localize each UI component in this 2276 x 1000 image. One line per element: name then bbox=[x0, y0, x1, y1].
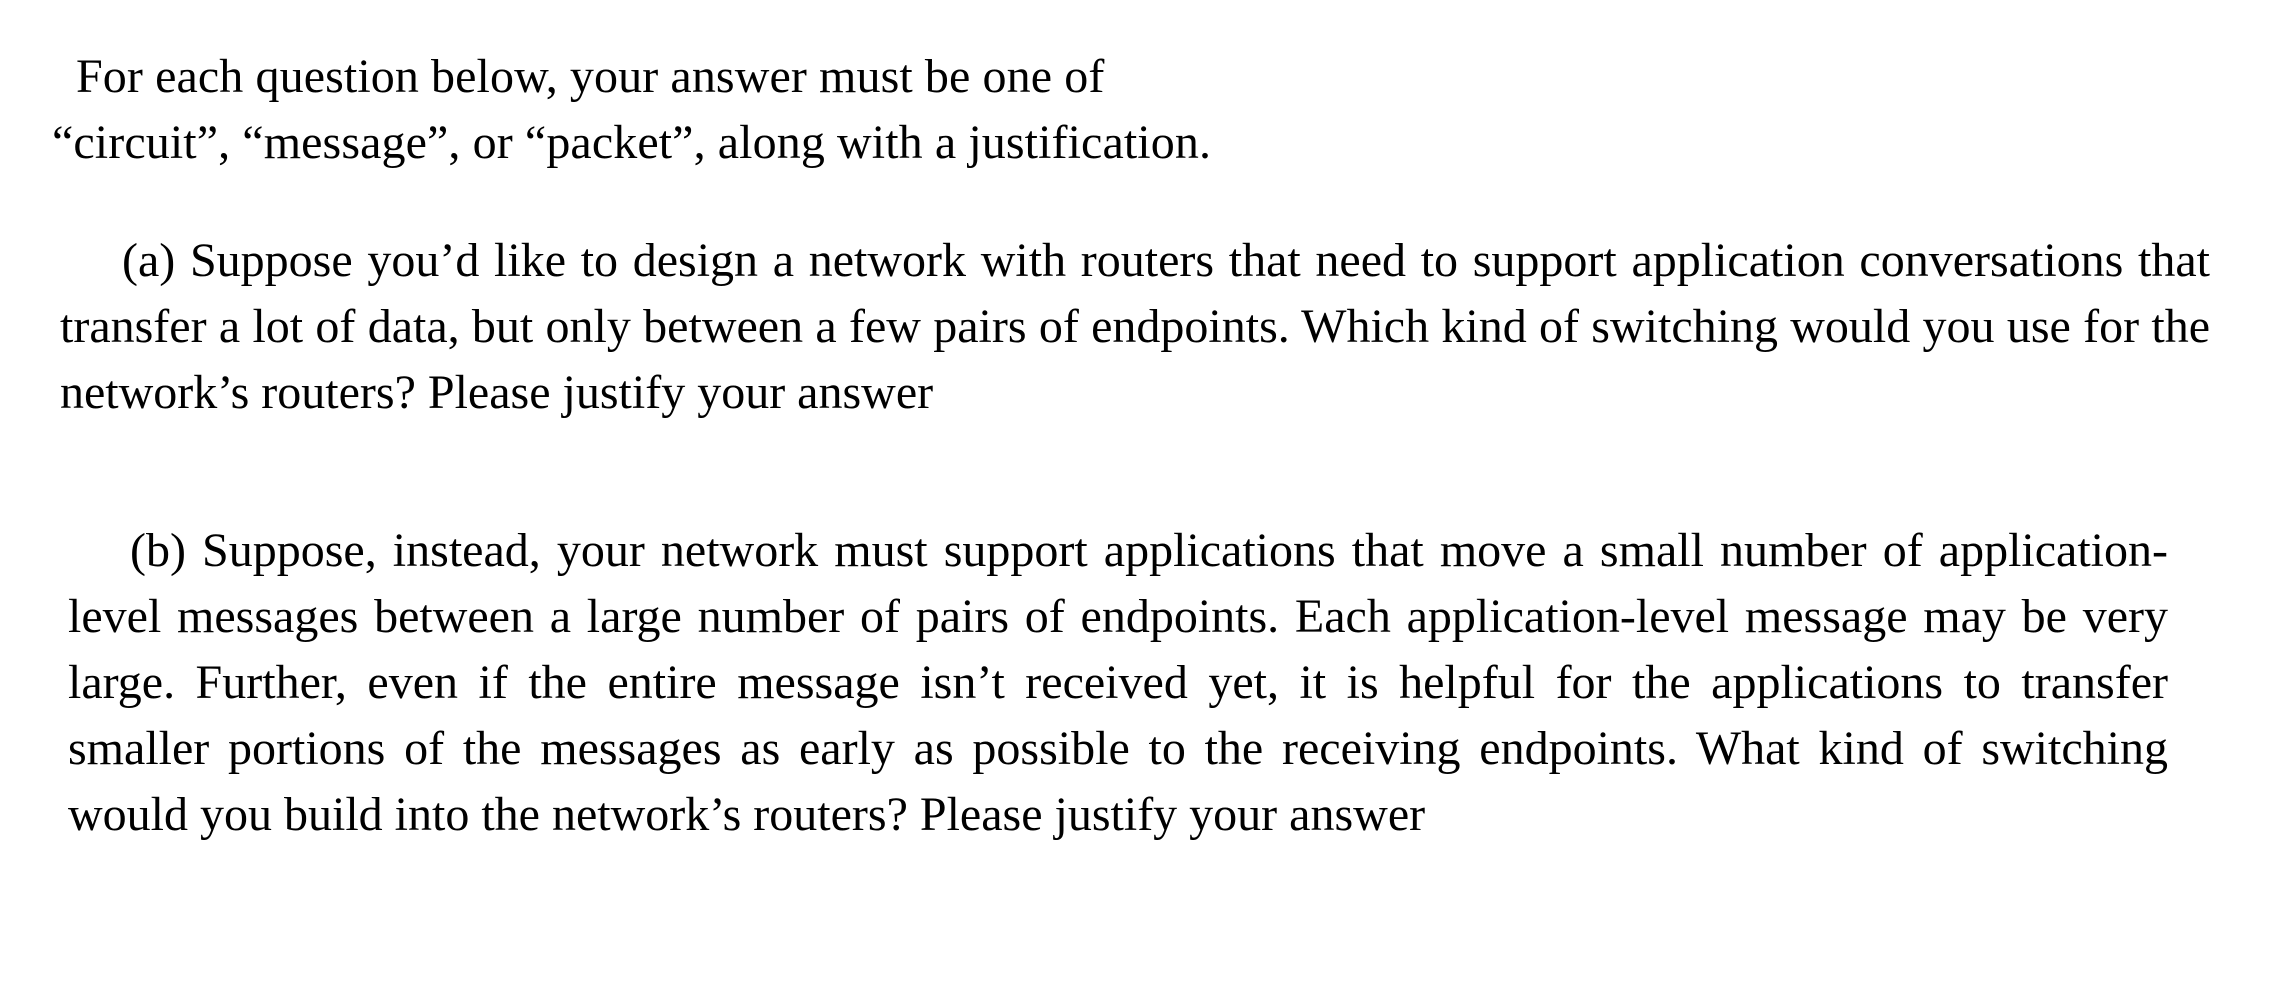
intro-line-1: For each question below, your answer mus… bbox=[76, 50, 1105, 103]
question-a: (a) Suppose you’d like to design a netwo… bbox=[60, 234, 2210, 419]
intro-line-2: “circuit”, “message”, or “packet”, along… bbox=[52, 116, 1212, 169]
question-b: (b) Suppose, instead, your network must … bbox=[68, 524, 2168, 841]
document-body: For each question below, your answer mus… bbox=[52, 44, 2216, 848]
intro-instructions: For each question below, your answer mus… bbox=[52, 44, 2216, 176]
